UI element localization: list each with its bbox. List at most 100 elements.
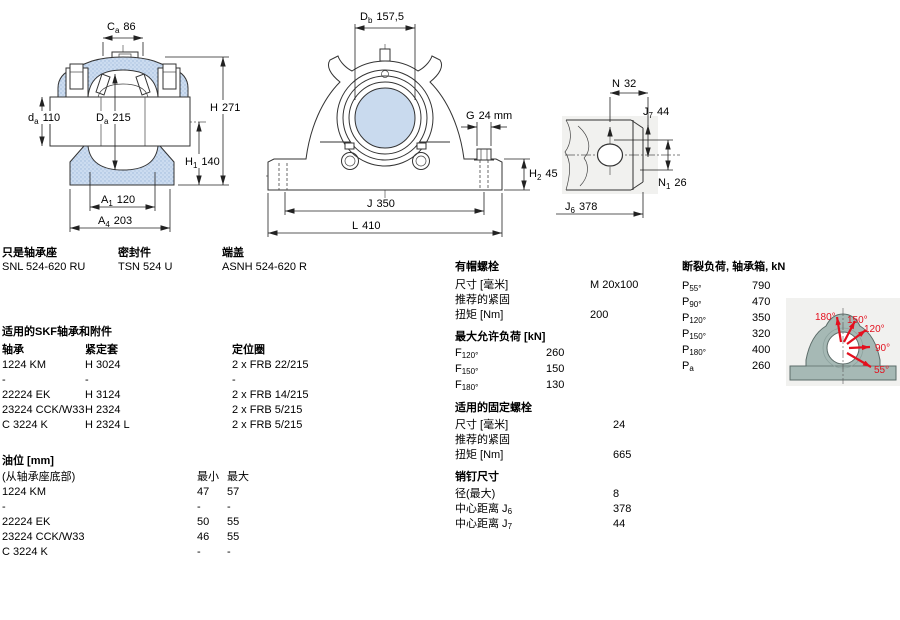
rings-col-header: 定位圈 (232, 344, 265, 356)
attach-bolts-size-label: 尺寸 [毫米] (455, 419, 509, 431)
table-cell: C 3224 K (2, 546, 48, 558)
table-cell: 2 x FRB 14/215 (232, 389, 309, 401)
oil-max-header: 最大 (227, 471, 249, 483)
max-load-row-value: 130 (546, 379, 565, 391)
breaking-row-value: 320 (752, 328, 771, 340)
table-cell: C 3224 K (2, 419, 48, 431)
cap-bolts-torque-label-1: 推荐的紧固 (455, 294, 510, 306)
breaking-row-label: Pa (682, 360, 694, 373)
seal-label: 密封件 (118, 247, 151, 259)
angle-label-55: 55° (874, 365, 889, 376)
breaking-row-label: P150° (682, 328, 706, 341)
breaking-row-label: P55° (682, 280, 702, 293)
table-cell: - (197, 546, 201, 558)
table-cell: 2 x FRB 5/215 (232, 404, 303, 416)
table-cell: - (2, 501, 6, 513)
breaking-loads-title: 断裂负荷, 轴承箱, kN (682, 261, 786, 273)
max-load-row-label: F150° (455, 363, 479, 376)
attach-bolts-torque-label-2: 扭矩 [Nm] (455, 449, 504, 461)
oil-table-subtitle: (从轴承座底部) (2, 471, 76, 483)
angle-label-180: 180° (815, 312, 836, 323)
dowel-row-value: 44 (613, 518, 626, 530)
max-load-row-label: F120° (455, 347, 479, 360)
dowel-row-label: 中心距离 J7 (455, 518, 513, 531)
table-cell: 55 (227, 531, 240, 543)
load-angle-diagram: 180° 150° 120° 90° 55° (786, 298, 900, 386)
bearings-col-header: 轴承 (2, 344, 24, 356)
load-direction-arrows (835, 316, 872, 368)
breaking-row-label: P90° (682, 296, 702, 309)
attach-bolts-title: 适用的固定螺栓 (455, 402, 532, 414)
cap-bolts-torque-label-2: 扭矩 [Nm] (455, 309, 504, 321)
housing-label: 只是轴承座 (2, 247, 57, 259)
breaking-row-value: 790 (752, 280, 771, 292)
breaking-row-value: 350 (752, 312, 771, 324)
max-load-title: 最大允许负荷 [kN] (455, 331, 546, 343)
max-load-row-value: 260 (546, 347, 565, 359)
max-load-row-value: 150 (546, 363, 565, 375)
table-cell: 22224 EK (2, 389, 51, 401)
cap-bolts-title: 有帽螺栓 (455, 261, 499, 273)
bearings-table-title: 适用的SKF轴承和附件 (2, 326, 112, 338)
table-cell: - (227, 501, 231, 513)
attach-bolts-torque-value: 665 (613, 449, 632, 461)
seal-value: TSN 524 U (118, 261, 173, 273)
table-cell: 2 x FRB 22/215 (232, 359, 309, 371)
table-cell: 1224 KM (2, 486, 47, 498)
table-cell: 47 (197, 486, 210, 498)
breaking-row-label: P180° (682, 344, 706, 357)
table-cell: 23224 CCK/W33 (2, 404, 85, 416)
table-cell: 2 x FRB 5/215 (232, 419, 303, 431)
oil-min-header: 最小 (197, 471, 219, 483)
table-cell: 55 (227, 516, 240, 528)
breaking-row-label: P120° (682, 312, 706, 325)
table-cell: H 3124 (85, 389, 121, 401)
table-cell: 22224 EK (2, 516, 51, 528)
angle-label-120: 120° (864, 324, 885, 335)
table-cell: 50 (197, 516, 210, 528)
housing-value: SNL 524-620 RU (2, 261, 86, 273)
table-cell: H 2324 L (85, 419, 130, 431)
table-cell: - (85, 374, 89, 386)
table-cell: 46 (197, 531, 210, 543)
angle-label-90: 90° (875, 343, 890, 354)
dowel-pins-title: 销钉尺寸 (455, 471, 499, 483)
breaking-row-value: 400 (752, 344, 771, 356)
breaking-row-value: 260 (752, 360, 771, 372)
attach-bolts-torque-label-1: 推荐的紧固 (455, 434, 510, 446)
cover-label: 端盖 (222, 247, 244, 259)
table-cell: H 2324 (85, 404, 121, 416)
dowel-row-label: 中心距离 J6 (455, 503, 513, 516)
